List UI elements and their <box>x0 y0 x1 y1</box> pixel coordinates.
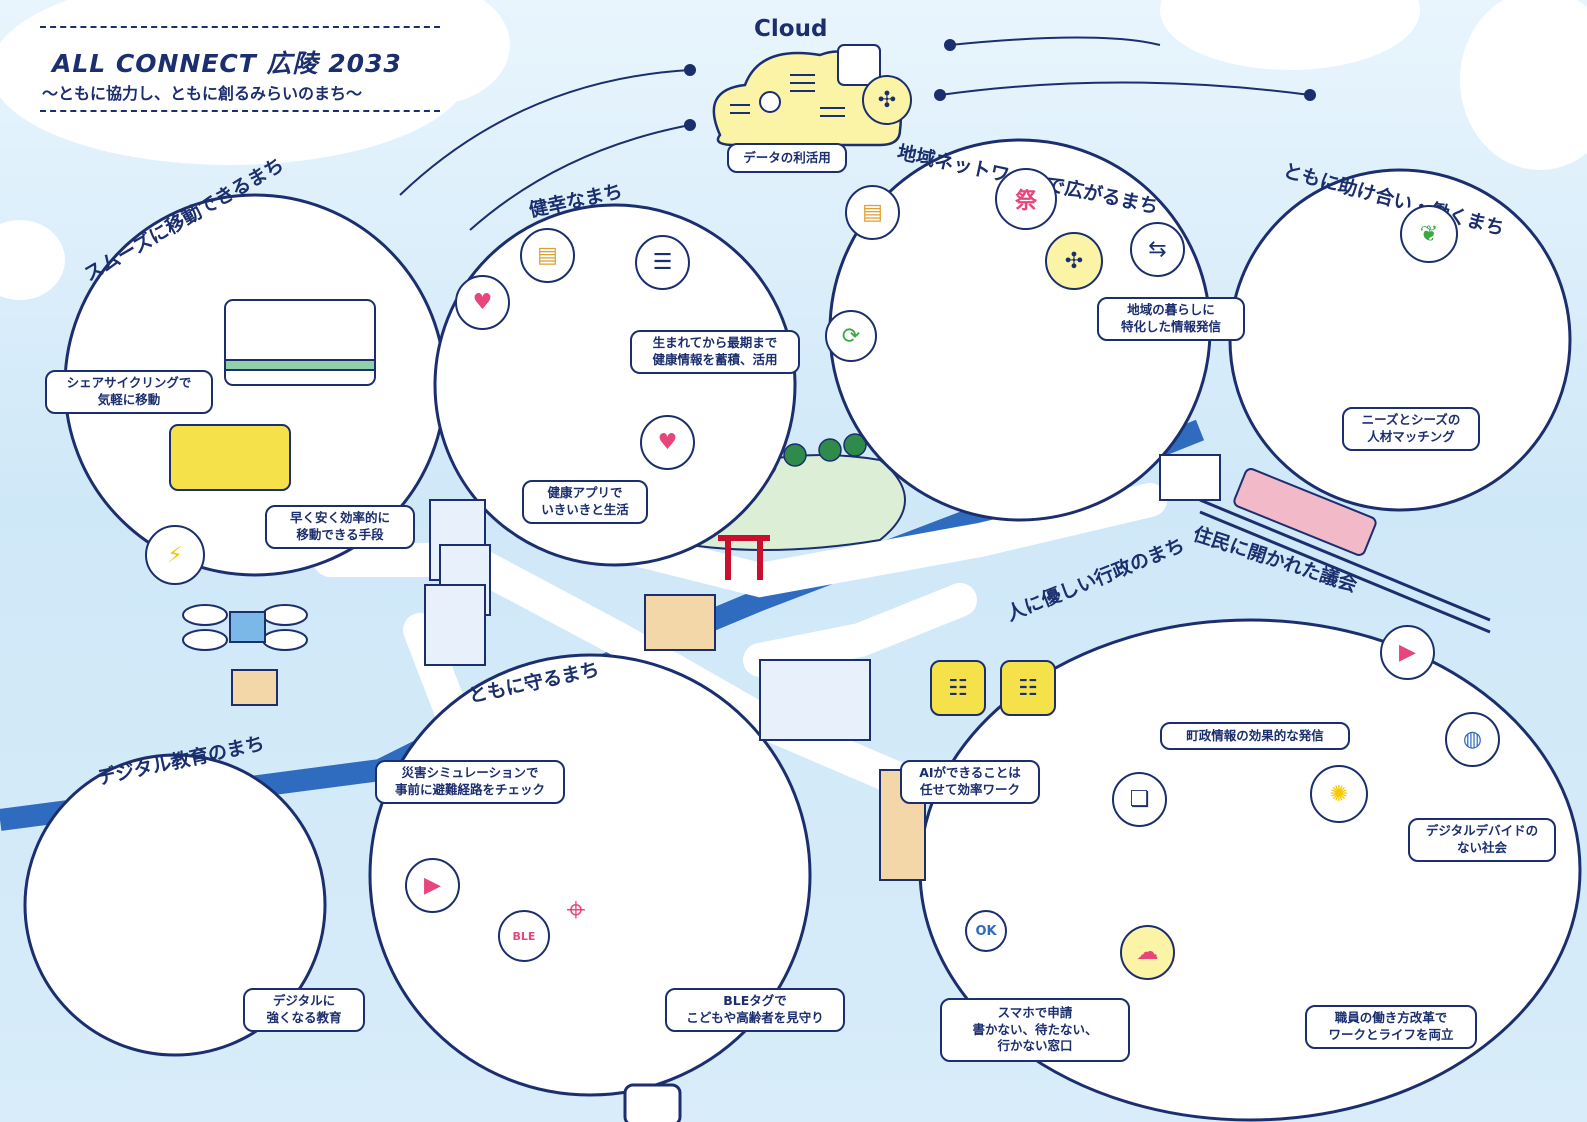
callout-disaster-simulation: 災害シミュレーションで 事前に避難経路をチェック <box>375 760 565 804</box>
document-icon: ❏ <box>1112 772 1167 827</box>
callout-town-info: 町政情報の効果的な発信 <box>1160 722 1350 750</box>
clipboard-icon: ▤ <box>520 228 575 283</box>
cloud-label: Cloud <box>754 16 828 42</box>
chat-transfer-icon: ⇆ <box>1130 222 1185 277</box>
callout-digital-divide: デジタルデバイドの ない社会 <box>1408 818 1556 862</box>
title-divider-top <box>40 26 440 28</box>
chat-icon: ☷ <box>1000 660 1056 716</box>
database-icon: ☰ <box>635 235 690 290</box>
title-card: ALL CONNECT 広陵 2033 ～ともに協力し、ともに創るみらいのまち～ <box>30 26 440 116</box>
torii-gate <box>718 535 770 580</box>
buildings <box>424 454 1221 881</box>
data-cloud <box>712 44 902 147</box>
bus <box>169 299 376 491</box>
delivery-drone <box>182 604 308 706</box>
title-divider-bottom <box>40 110 440 112</box>
ok-badge-icon: OK <box>965 910 1007 952</box>
lightning-icon: ⚡ <box>145 525 205 585</box>
lightbulb-icon: ✺ <box>1310 765 1368 823</box>
sync-icon: ⟳ <box>825 310 877 362</box>
page-title: ALL CONNECT 広陵 2033 <box>52 49 402 78</box>
network-arcs <box>399 36 1316 231</box>
clipboard-icon: ▤ <box>845 185 900 240</box>
callout-ble-tag: BLEタグで こどもや高齢者を見守り <box>665 988 845 1032</box>
festival-fan-icon: 祭 <box>995 168 1057 230</box>
callout-work-style-reform: 職員の働き方改革で ワークとライフを両立 <box>1305 1005 1477 1049</box>
callout-health-app: 健康アプリで いきいきと生活 <box>522 480 648 524</box>
callout-talent-matching: ニーズとシーズの 人材マッチング <box>1342 407 1480 451</box>
sprout-icon: ❦ <box>1400 205 1458 263</box>
callout-share-cycling: シェアサイクリングで 気軽に移動 <box>45 370 213 414</box>
callout-digital-education: デジタルに 強くなる教育 <box>243 988 365 1032</box>
railway <box>1199 468 1491 634</box>
district-circles <box>23 138 1582 1122</box>
heart-pulse-icon: ♥ <box>640 415 695 470</box>
heart-pulse-icon: ♥ <box>455 275 510 330</box>
upload-cloud-icon: ☁ <box>1120 925 1175 980</box>
map-pin-icon: ⌖ <box>566 890 586 930</box>
page-subtitle: ～ともに協力し、ともに創るみらいのまち～ <box>42 84 363 103</box>
callout-smartphone-application: スマホで申請 書かない、待たない、 行かない窓口 <box>940 998 1130 1062</box>
network-icon: ✣ <box>1045 232 1103 290</box>
chat-icon: ☷ <box>930 660 986 716</box>
callout-efficient-transport: 早く安く効率的に 移動できる手段 <box>265 505 415 549</box>
callout-local-info: 地域の暮らしに 特化した情報発信 <box>1097 297 1245 341</box>
video-icon: ▶ <box>405 858 460 913</box>
network-icon: ✣ <box>862 75 912 125</box>
callout-health-records: 生まれてから最期まで 健康情報を蓄積、活用 <box>630 330 800 374</box>
ble-tag-icon: BLE <box>498 910 550 962</box>
video-icon: ▶ <box>1380 625 1435 680</box>
callout-ai-work: AIができることは 任せて効率ワーク <box>900 760 1040 804</box>
data-usage-caption: データの利活用 <box>727 143 847 173</box>
magnifier-handles <box>623 1083 682 1122</box>
globe-icon: ◍ <box>1445 712 1500 767</box>
